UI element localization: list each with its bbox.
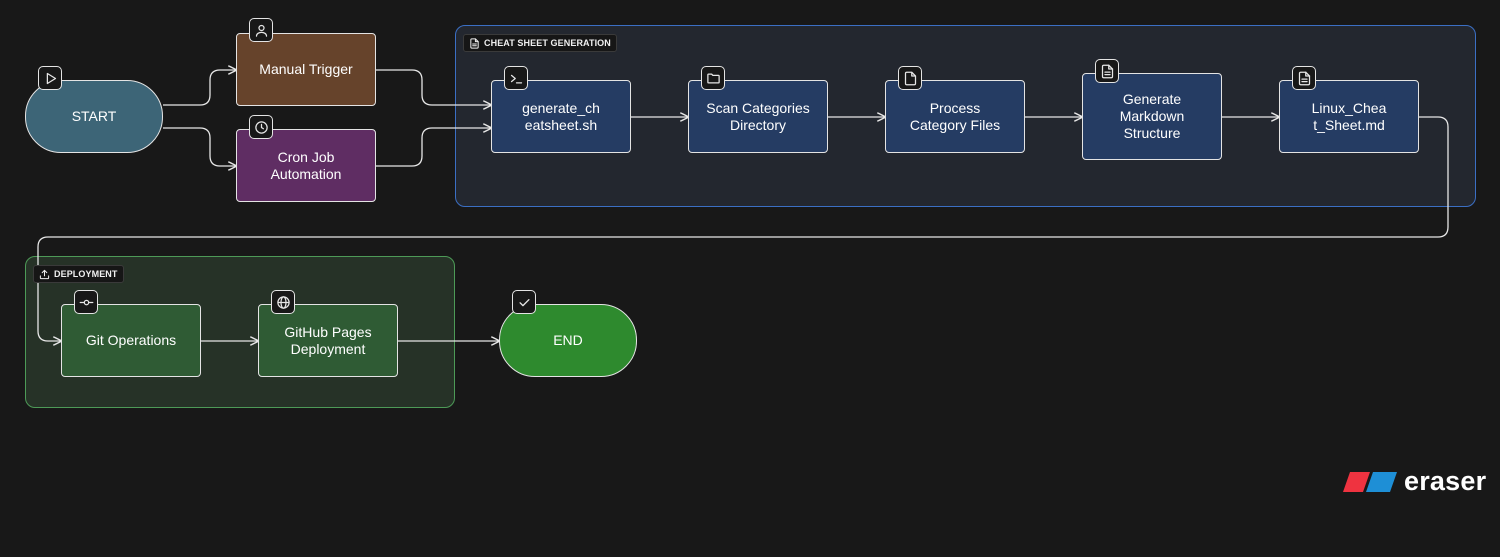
file-text-icon (1298, 71, 1310, 85)
start-node[interactable]: START (25, 80, 163, 153)
git-operations-badge (74, 290, 98, 314)
group-title: CHEAT SHEET GENERATION (484, 38, 611, 48)
git-operations-node[interactable]: Git Operations (61, 304, 201, 377)
upload-icon (39, 269, 50, 279)
github-pages-node[interactable]: GitHub Pages Deployment (258, 304, 398, 377)
globe-icon (276, 295, 290, 309)
manual-trigger-badge (249, 18, 273, 42)
file-text-icon (470, 37, 479, 49)
terminal-icon (510, 74, 522, 83)
play-icon (46, 72, 56, 84)
folder-icon (706, 73, 720, 83)
manual-trigger-node[interactable]: Manual Trigger (236, 33, 376, 106)
eraser-logo-icon (1343, 471, 1397, 492)
generate-markdown-badge (1095, 59, 1119, 83)
check-icon (518, 298, 530, 306)
git-commit-icon (79, 299, 93, 305)
start-badge (38, 66, 62, 90)
cheat-sheet-generation-label: CHEAT SHEET GENERATION (463, 34, 617, 52)
generate-markdown-node[interactable]: Generate Markdown Structure (1082, 73, 1222, 160)
cron-job-badge (249, 115, 273, 139)
generate-script-badge (504, 66, 528, 90)
process-files-node[interactable]: Process Category Files (885, 80, 1025, 153)
scan-categories-node[interactable]: Scan Categories Directory (688, 80, 828, 153)
end-node[interactable]: END (499, 304, 637, 377)
process-files-badge (898, 66, 922, 90)
deployment-label: DEPLOYMENT (33, 265, 124, 283)
clock-icon (254, 120, 268, 134)
edge-start-manual (163, 70, 236, 106)
end-badge (512, 290, 536, 314)
scan-categories-badge (701, 66, 725, 90)
file-text-icon (1101, 64, 1113, 78)
edge-start-cron (163, 127, 236, 166)
cron-job-node[interactable]: Cron Job Automation (236, 129, 376, 202)
output-file-badge (1292, 66, 1316, 90)
file-icon (904, 71, 916, 85)
user-icon (255, 24, 267, 37)
group-title: DEPLOYMENT (54, 269, 118, 279)
generate-script-node[interactable]: generate_ch eatsheet.sh (491, 80, 631, 153)
brand-name: eraser (1404, 466, 1487, 496)
eraser-brand: eraser (1342, 466, 1486, 497)
output-file-node[interactable]: Linux_Chea t_Sheet.md (1279, 80, 1419, 153)
github-pages-badge (271, 290, 295, 314)
